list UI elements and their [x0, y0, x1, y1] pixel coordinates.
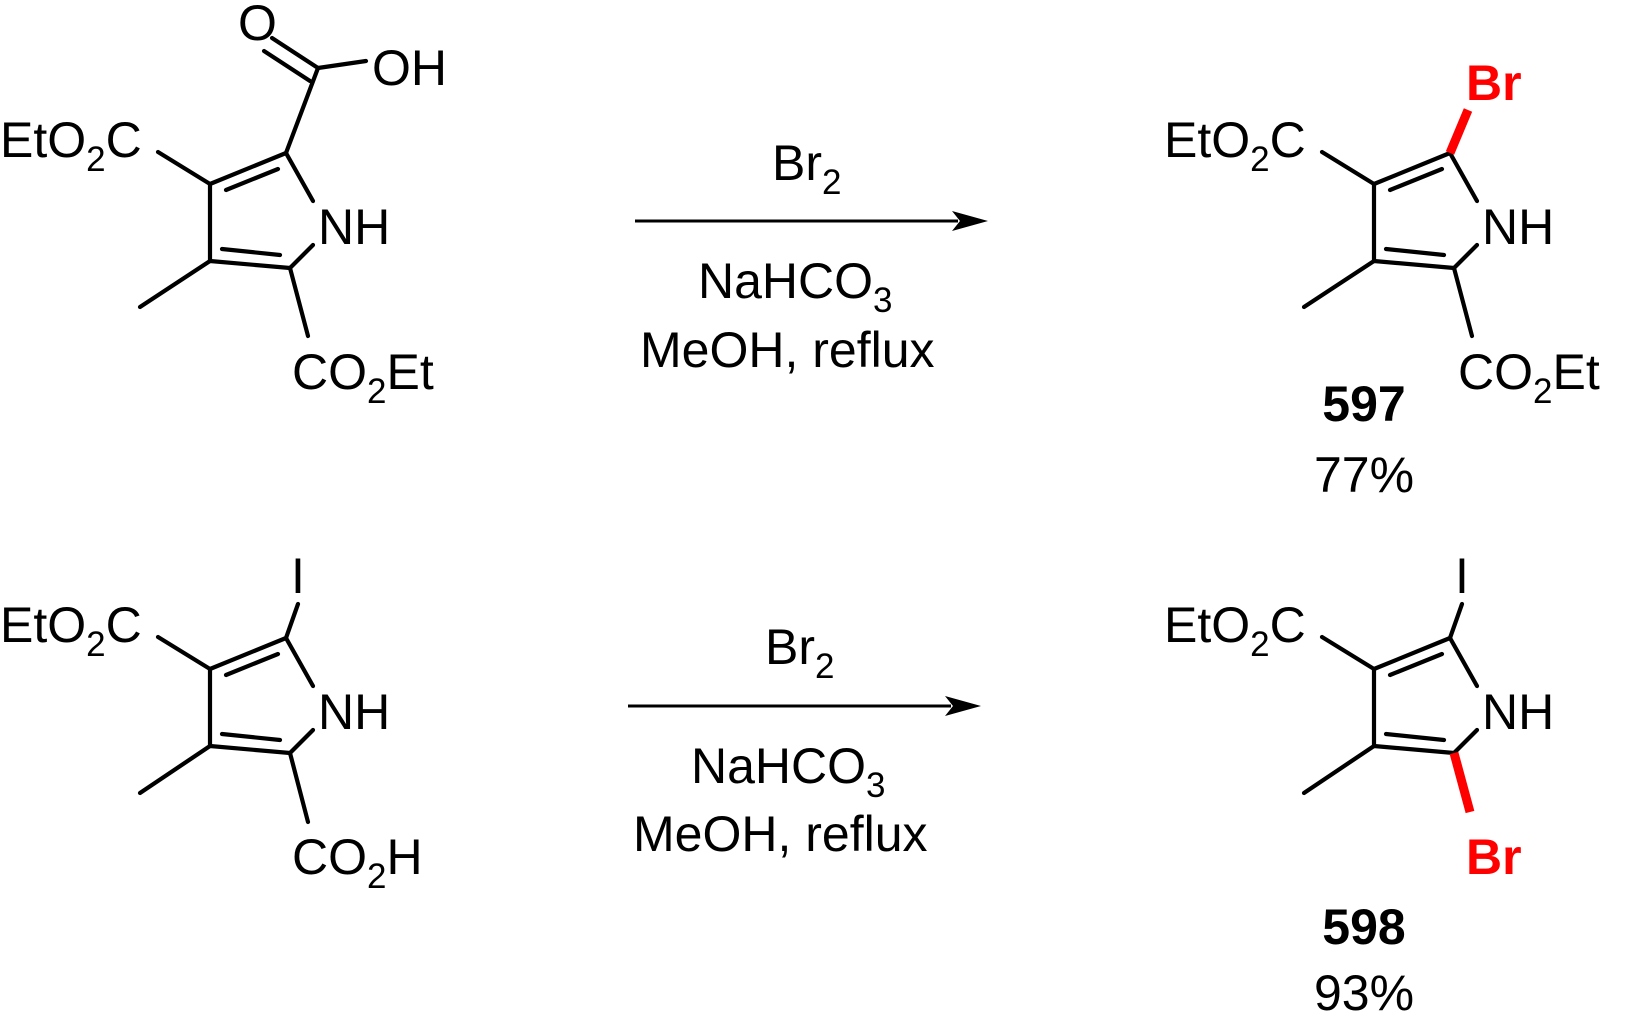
product-597-new-c-br-bond: [1445, 108, 1473, 155]
product-597-nh: NH: [1482, 199, 1554, 255]
product-598-br: Br: [1466, 829, 1522, 885]
reagent-1-solvent: MeOH, reflux: [640, 322, 935, 378]
reaction-arrow-2: [628, 696, 981, 716]
reaction-2: I EtO2C NH CO2H Br2 NaHCO3 MeOH, reflux: [0, 548, 1554, 1017]
reactant-2-bottom-acid: CO2H: [292, 829, 423, 896]
reactant-1-left-ester: EtO2C: [0, 112, 142, 179]
yield-597: 77%: [1314, 447, 1414, 503]
product-598-nh: NH: [1482, 684, 1554, 740]
product-597-br: Br: [1466, 55, 1522, 111]
reagent-1-base: NaHCO3: [698, 253, 893, 320]
product-598-new-c-br-bond: [1449, 751, 1475, 814]
yield-598: 93%: [1314, 965, 1414, 1017]
product-598: I EtO2C NH Br 598 93%: [1164, 548, 1554, 1017]
compound-number-598: 598: [1322, 899, 1405, 955]
reactant-1: O OH EtO2C NH CO2Et: [0, 0, 447, 411]
reactant-2-left-ester: EtO2C: [0, 597, 142, 664]
product-597-bottom-ester: CO2Et: [1458, 344, 1600, 411]
compound-number-597: 597: [1322, 376, 1405, 432]
reaction-1: O OH EtO2C NH CO2Et Br2 NaHCO3 MeOH, ref…: [0, 0, 1600, 503]
reactant-2-iodo: I: [291, 548, 305, 604]
reagent-2-base: NaHCO3: [691, 738, 886, 805]
reaction-arrow-1: [635, 211, 988, 231]
reactant-1-nh: NH: [318, 199, 390, 255]
product-597-bonds: [1301, 149, 1480, 339]
reactant-1-oh: OH: [372, 40, 447, 96]
product-598-iodo: I: [1455, 548, 1469, 604]
product-597: Br EtO2C NH CO2Et 597 77%: [1164, 55, 1600, 503]
product-598-bonds: [1301, 601, 1480, 796]
reagent-2-solvent: MeOH, reflux: [633, 806, 928, 862]
product-598-left-ester: EtO2C: [1164, 597, 1306, 664]
reactant-2: I EtO2C NH CO2H: [0, 548, 423, 896]
reactant-2-nh: NH: [318, 684, 390, 740]
reagent-2-top: Br2: [765, 619, 834, 686]
product-597-left-ester: EtO2C: [1164, 112, 1306, 179]
reactant-1-carbonyl-o: O: [238, 0, 277, 51]
reactant-1-bottom-ester: CO2Et: [292, 344, 434, 411]
reagent-1-top: Br2: [772, 135, 841, 202]
reactant-2-bonds: [137, 601, 316, 825]
reactant-1-bonds: [137, 35, 369, 339]
